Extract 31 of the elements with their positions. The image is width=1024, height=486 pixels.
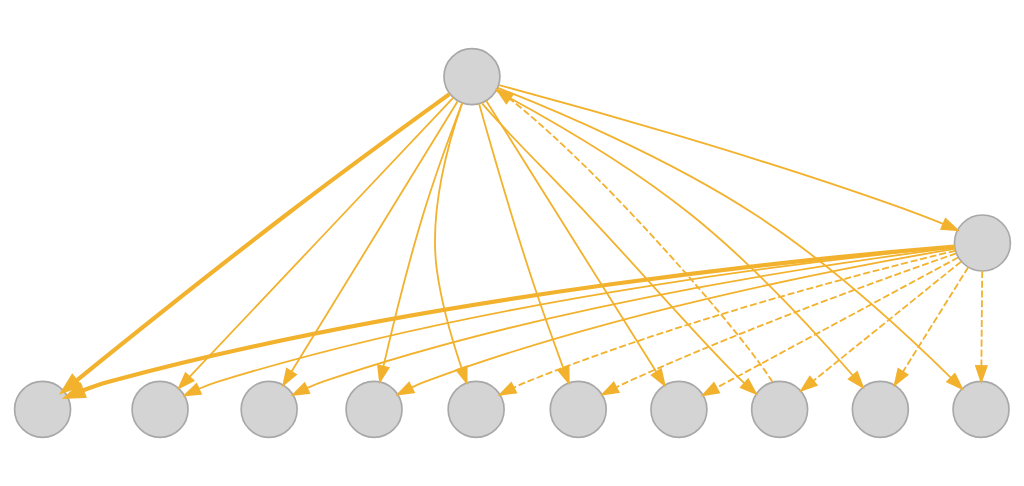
node-circle xyxy=(649,380,708,439)
node-circle xyxy=(750,380,808,439)
arrow xyxy=(599,252,957,396)
arrow xyxy=(798,260,962,393)
node-circle xyxy=(446,380,505,439)
arrow xyxy=(496,86,964,391)
arrow xyxy=(700,256,959,397)
node-circle xyxy=(442,47,501,106)
node-circle xyxy=(851,380,909,439)
node-circle xyxy=(951,380,1010,439)
node-circle xyxy=(344,380,403,439)
arrow xyxy=(58,92,451,395)
arrow xyxy=(974,270,988,385)
node-circle xyxy=(130,380,189,439)
arrow xyxy=(281,100,459,388)
arrow xyxy=(61,244,955,399)
arrow xyxy=(892,266,969,388)
arrow xyxy=(494,89,865,390)
arrow xyxy=(497,84,960,232)
arrow xyxy=(394,248,955,396)
arrow xyxy=(176,96,454,391)
arrow xyxy=(480,102,758,396)
arrow xyxy=(376,102,463,385)
node-circle xyxy=(953,214,1011,272)
node-circle xyxy=(548,380,607,439)
arrow xyxy=(484,99,666,388)
node-circle xyxy=(13,380,71,439)
arrow xyxy=(496,249,956,396)
arrow xyxy=(477,102,570,386)
node-circle xyxy=(239,380,298,439)
arrow xyxy=(494,88,773,383)
